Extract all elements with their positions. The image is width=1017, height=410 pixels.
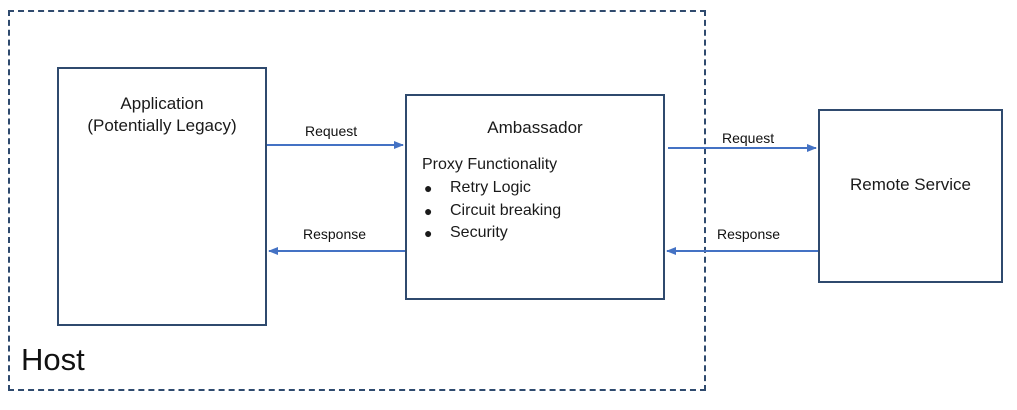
remote-service-box: Remote Service xyxy=(818,109,1003,283)
ambassador-box: Ambassador Proxy Functionality ● Retry L… xyxy=(405,94,665,300)
request-label-app-to-ambassador: Request xyxy=(305,123,358,139)
ambassador-subtitle: Proxy Functionality xyxy=(422,156,558,173)
remote-service-title: Remote Service xyxy=(850,175,971,194)
host-boundary xyxy=(8,10,706,391)
bullet-icon: ● xyxy=(424,225,433,241)
host-label: Host xyxy=(21,342,85,377)
response-label-remote-to-ambassador: Response xyxy=(717,226,781,242)
application-box: Application (Potentially Legacy) xyxy=(57,67,267,326)
application-title-line1: Application xyxy=(120,94,204,113)
request-label-ambassador-to-remote: Request xyxy=(722,130,775,146)
ambassador-feature-item: ● Retry Logic xyxy=(422,177,561,200)
application-title: Application (Potentially Legacy) xyxy=(59,93,265,137)
ambassador-title: Ambassador xyxy=(487,118,583,137)
response-label-ambassador-to-app: Response xyxy=(303,226,367,242)
ambassador-feature-label: Security xyxy=(450,224,508,241)
bullet-icon: ● xyxy=(424,180,433,196)
application-title-line2: (Potentially Legacy) xyxy=(87,116,237,135)
ambassador-feature-item: ● Security xyxy=(422,222,561,245)
ambassador-feature-item: ● Circuit breaking xyxy=(422,200,561,223)
bullet-icon: ● xyxy=(424,202,433,219)
ambassador-feature-label: Retry Logic xyxy=(450,179,531,196)
ambassador-feature-list: ● Retry Logic ● Circuit breaking ● Secur… xyxy=(422,177,561,245)
ambassador-feature-label: Circuit breaking xyxy=(450,201,562,219)
